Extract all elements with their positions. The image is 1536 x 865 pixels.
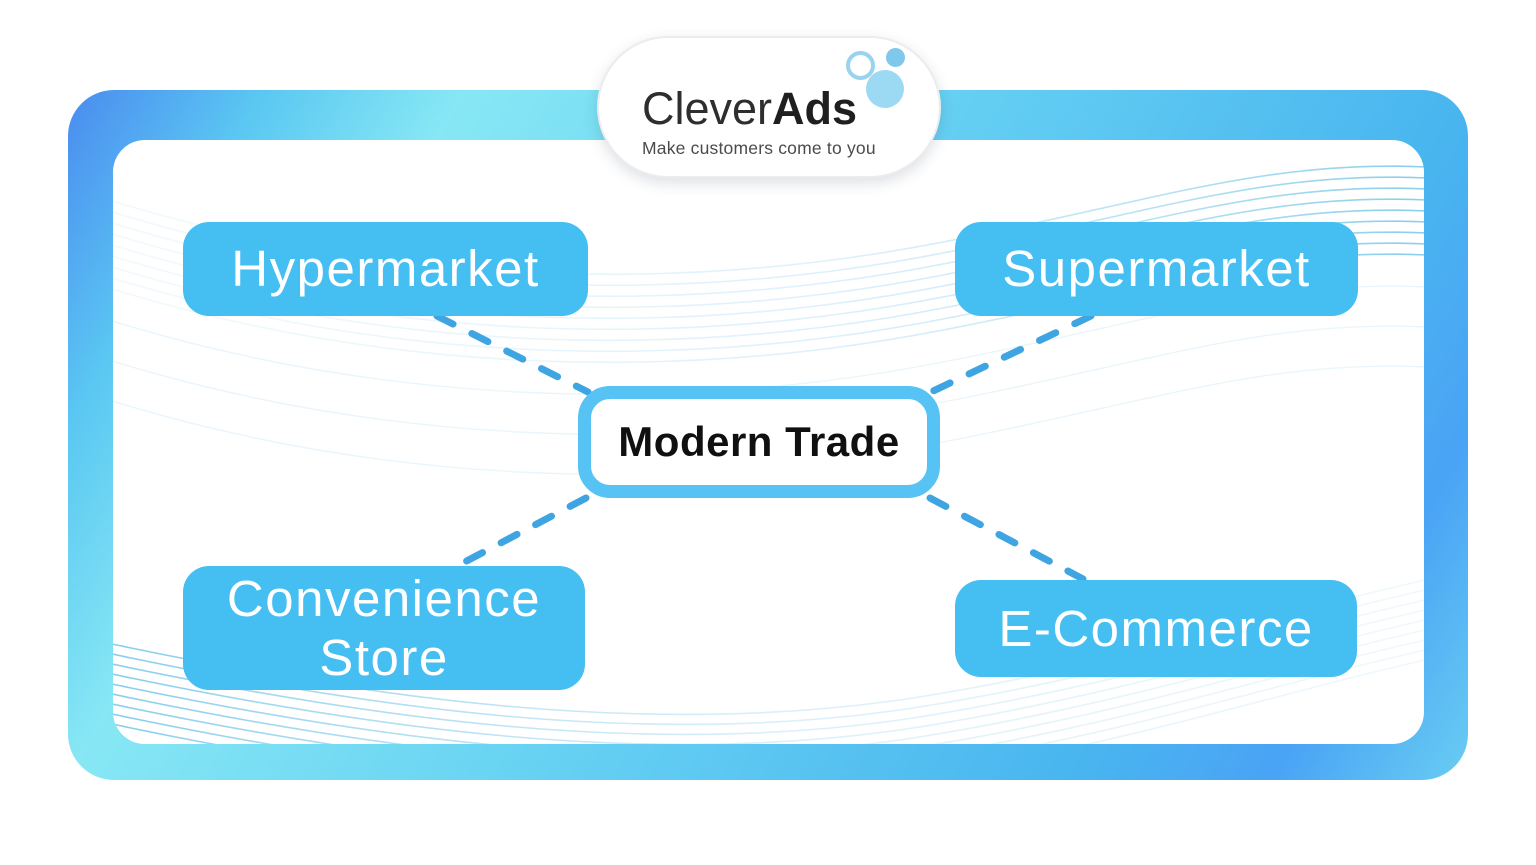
brand-bold: Ads bbox=[772, 83, 858, 134]
node-convenience-store: Convenience Store bbox=[183, 566, 585, 690]
cleverads-logo: CleverAds Make customers come to you bbox=[597, 36, 941, 178]
node-modern-trade: Modern Trade bbox=[578, 386, 940, 498]
node-convenience-store-label: Convenience Store bbox=[226, 569, 542, 686]
node-modern-trade-label: Modern Trade bbox=[618, 418, 900, 465]
logo-text: CleverAds Make customers come to you bbox=[642, 86, 876, 159]
bubble-outline-icon bbox=[846, 51, 875, 80]
brand-name: CleverAds bbox=[642, 86, 876, 131]
node-e-commerce: E-Commerce bbox=[955, 580, 1357, 677]
node-hypermarket-label: Hypermarket bbox=[231, 240, 540, 298]
bubble-large-icon bbox=[866, 70, 904, 108]
bubble-small-icon bbox=[886, 48, 905, 67]
brand-regular: Clever bbox=[642, 83, 773, 134]
node-supermarket-label: Supermarket bbox=[1002, 240, 1311, 298]
node-e-commerce-label: E-Commerce bbox=[998, 599, 1314, 657]
brand-tagline: Make customers come to you bbox=[642, 138, 876, 158]
node-supermarket: Supermarket bbox=[955, 222, 1358, 316]
node-hypermarket: Hypermarket bbox=[183, 222, 588, 316]
